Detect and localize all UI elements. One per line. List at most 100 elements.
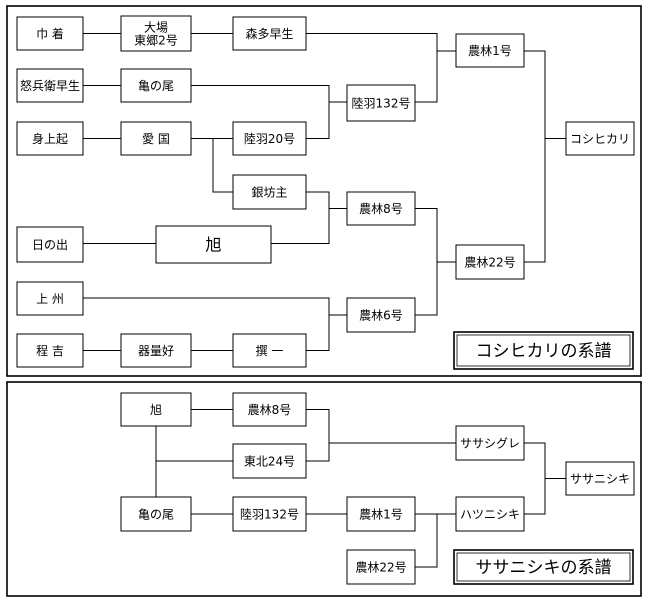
variety-box <box>232 392 307 427</box>
variety-node-joshu: 上 州 <box>16 281 84 316</box>
pedigree-edges <box>83 33 566 351</box>
variety-label-line: 上 州 <box>36 292 64 306</box>
pedigree-title: コシヒカリの系譜 <box>453 331 634 370</box>
variety-label: 亀の尾 <box>138 507 174 521</box>
variety-node-ginbozu: 銀坊主 <box>232 174 307 210</box>
variety-node-asahi: 旭 <box>155 225 272 264</box>
variety-label-line: 農林1号 <box>468 44 512 58</box>
variety-label: 大場東郷2号 <box>134 20 178 47</box>
variety-node-norin6: 農林6号 <box>346 297 416 333</box>
pedigree-edge <box>191 85 330 139</box>
variety-label: 東北24号 <box>244 454 295 468</box>
variety-label: 怒兵衛早生 <box>20 78 80 93</box>
variety-box <box>565 121 635 156</box>
variety-box <box>120 68 192 103</box>
variety-label-line: 愛 国 <box>142 132 170 146</box>
pedigree-title-text: コシヒカリの系譜 <box>476 342 612 362</box>
variety-label-line: 東郷2号 <box>134 33 178 47</box>
variety-label: 農林22号 <box>464 255 515 269</box>
variety-box <box>120 496 192 532</box>
variety-box <box>232 333 307 368</box>
variety-label-line: 農林22号 <box>355 560 406 574</box>
variety-box <box>232 496 307 532</box>
variety-node-koshihikari: コシヒカリ <box>565 121 635 156</box>
pedigree-edge <box>271 191 330 244</box>
variety-label-line: ササシグレ <box>460 436 520 450</box>
variety-label-line: 農林8号 <box>248 403 292 417</box>
variety-node-oba: 大場東郷2号 <box>120 15 192 52</box>
variety-node-mijoki: 身上起 <box>16 121 84 156</box>
pedigree-edge <box>306 33 438 103</box>
variety-label-line: 農林22号 <box>464 255 515 269</box>
variety-label-line: 農林8号 <box>359 202 403 216</box>
variety-label: 撰 一 <box>256 344 284 358</box>
variety-node-rikuu132: 陸羽132号 <box>346 84 416 122</box>
variety-label-line: 農林1号 <box>359 507 403 521</box>
variety-node-kamenoo: 亀の尾 <box>120 496 192 532</box>
variety-label-line: 旭 <box>150 403 162 417</box>
variety-label-line: ハツニシキ <box>460 507 520 521</box>
variety-node-norin22: 農林22号 <box>455 244 525 280</box>
variety-label-line: 器量好 <box>138 344 174 358</box>
variety-node-teikichi: 程 吉 <box>16 333 84 368</box>
variety-node-norin22: 農林22号 <box>346 549 416 585</box>
variety-label-line: 東北24号 <box>244 454 295 468</box>
variety-box <box>120 333 192 368</box>
variety-label-line: 怒兵衛早生 <box>20 78 80 93</box>
variety-label-line: 撰 一 <box>256 344 284 358</box>
variety-box <box>232 174 307 210</box>
variety-label-line: 亀の尾 <box>138 507 174 521</box>
variety-label-line: コシヒカリ <box>570 132 630 146</box>
variety-box <box>346 496 416 532</box>
panel-frame <box>6 5 642 377</box>
variety-box <box>232 16 307 51</box>
pedigree-title-box <box>453 549 634 585</box>
pedigree-title-inner-border <box>456 552 631 582</box>
variety-label: 農林1号 <box>359 507 403 521</box>
pedigree-edge <box>212 138 233 193</box>
variety-box <box>346 84 416 122</box>
variety-label: 旭 <box>205 235 221 254</box>
pedigree-edge <box>415 208 438 316</box>
variety-label-line: 亀の尾 <box>138 79 174 93</box>
variety-node-kinchaku: 巾 着 <box>16 16 84 51</box>
variety-box <box>346 191 416 226</box>
pedigree-title-text: ササニシキの系譜 <box>476 558 612 578</box>
variety-box <box>16 281 84 316</box>
variety-label-line: 巾 着 <box>36 26 64 41</box>
variety-box <box>16 68 84 103</box>
variety-node-hatsunishiki: ハツニシキ <box>455 496 525 532</box>
variety-label-line: 程 吉 <box>36 343 64 358</box>
variety-node-norin8: 農林8号 <box>346 191 416 226</box>
variety-label-line: 大場 <box>144 20 168 34</box>
variety-node-kiryoyoshi: 器量好 <box>120 333 192 368</box>
variety-label: ササシグレ <box>460 436 520 450</box>
variety-box <box>455 33 525 68</box>
variety-box <box>120 15 192 52</box>
variety-label-line: 日の出 <box>32 238 68 252</box>
variety-box <box>155 225 272 264</box>
variety-label-line: 身上起 <box>32 131 68 146</box>
variety-label: 森多早生 <box>245 26 293 41</box>
variety-node-norin8: 農林8号 <box>232 392 307 427</box>
pedigree-edge <box>524 442 546 515</box>
variety-box <box>455 244 525 280</box>
variety-box <box>16 226 84 263</box>
variety-box <box>120 392 192 427</box>
variety-label: 銀坊主 <box>251 184 287 199</box>
variety-node-kamenoo: 亀の尾 <box>120 68 192 103</box>
variety-node-rikuu20: 陸羽20号 <box>232 121 307 156</box>
variety-label: 農林8号 <box>248 403 292 417</box>
variety-label: 農林8号 <box>359 202 403 216</box>
variety-node-senichi: 撰 一 <box>232 333 307 368</box>
variety-label-line: 陸羽132号 <box>240 507 299 521</box>
variety-label: ササニシキ <box>570 472 630 486</box>
variety-label-line: 陸羽20号 <box>244 132 295 146</box>
variety-label: 程 吉 <box>36 343 64 358</box>
variety-node-tohoku24: 東北24号 <box>232 443 307 479</box>
pedigree-title-box <box>453 331 634 370</box>
variety-label: 上 州 <box>36 292 64 306</box>
